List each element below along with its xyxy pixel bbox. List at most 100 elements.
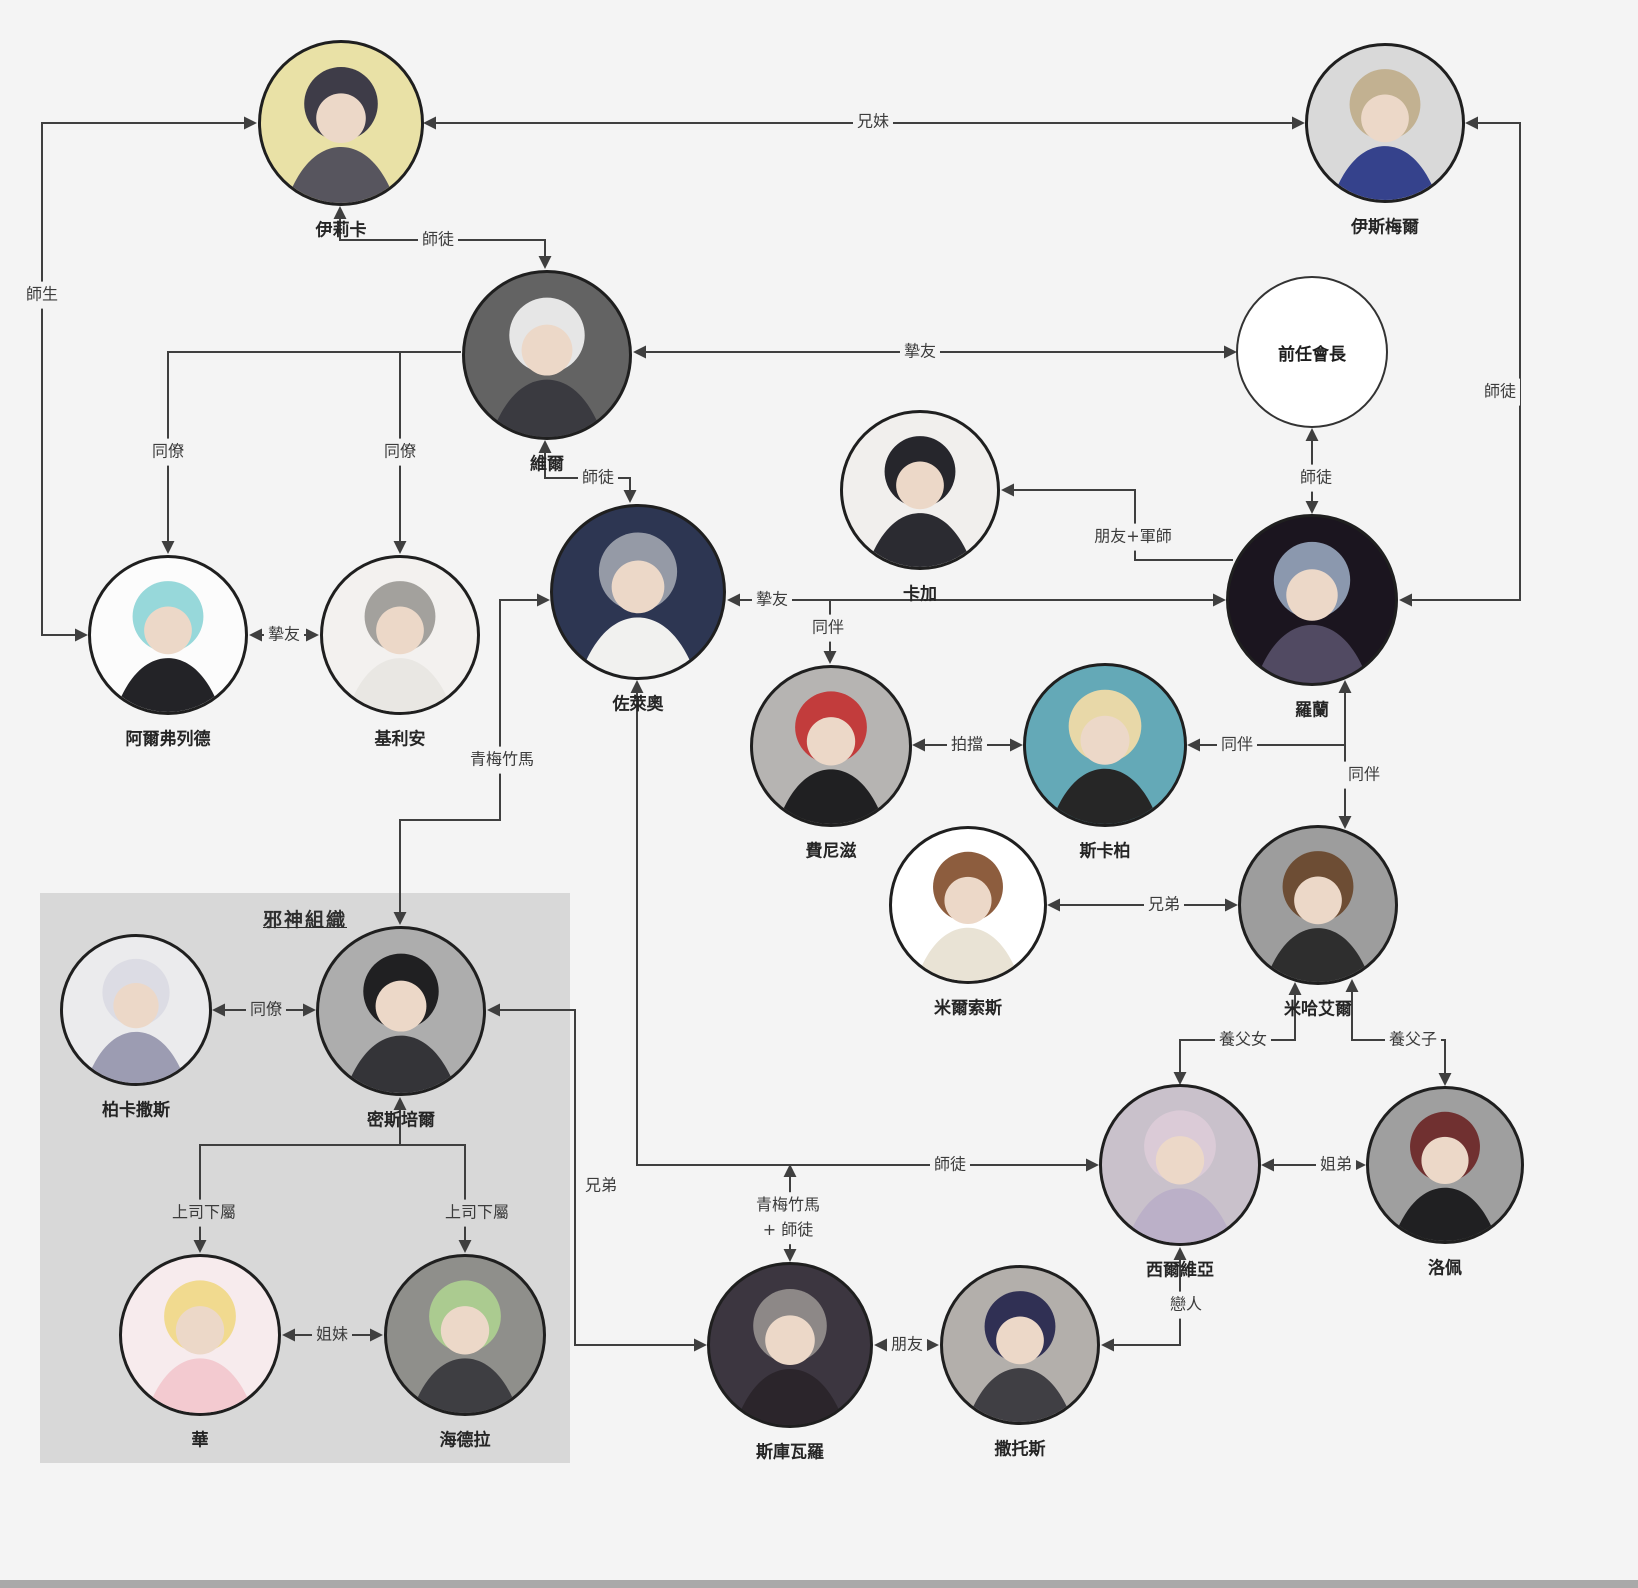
avatar-portrait (85, 958, 187, 1083)
relationship-label-scarper-roland: 同伴 (1216, 731, 1258, 759)
relationship-label-will-former-president: 摯友 (899, 338, 941, 366)
relationship-edge-satos-sylvia (1101, 1247, 1187, 1352)
character-node-kilian[interactable] (320, 555, 480, 715)
relationship-label-former-president-roland: 師徒 (1295, 464, 1337, 492)
relationship-label-mispel-hua: 上司下屬 (167, 1199, 241, 1227)
avatar-portrait (1126, 1110, 1234, 1243)
avatar-portrait (867, 436, 973, 567)
character-name-hua: 華 (191, 1430, 209, 1451)
character-node-scarper[interactable] (1023, 663, 1187, 827)
relationship-label-hua-hydra: 姐妹 (311, 1321, 353, 1349)
relationship-edge-erika-alfred (41, 116, 257, 642)
avatar-portrait (411, 1280, 519, 1413)
relationship-label-zoleo-mispel: 青梅竹馬 (465, 746, 539, 774)
character-name-alfred: 阿爾弗列德 (125, 729, 211, 750)
character-name-bokasas: 柏卡撒斯 (102, 1100, 170, 1121)
character-node-roland[interactable] (1226, 514, 1398, 686)
character-node-kaga[interactable] (840, 410, 1000, 570)
character-node-milsos[interactable] (889, 826, 1047, 984)
relationship-edge-ismail-roland (1399, 116, 1521, 607)
avatar-portrait (344, 953, 458, 1093)
character-name-lope: 洛佩 (1428, 1258, 1462, 1279)
relationship-label-zoleo-fenize: 同伴 (807, 614, 849, 642)
relationship-label-kaga-roland: 朋友+軍師 (1090, 523, 1176, 551)
relationship-label-will-kilian: 同僚 (379, 438, 421, 466)
relationship-edge-mispel-hydra (400, 1144, 472, 1253)
character-node-bokasas[interactable] (60, 934, 212, 1086)
character-node-sylvia[interactable] (1099, 1084, 1261, 1246)
relationship-label-mispel-squalo: 兄弟 (580, 1172, 622, 1200)
character-node-zoleo[interactable] (550, 504, 726, 680)
character-name-squalo: 斯庫瓦羅 (756, 1442, 824, 1463)
character-name-milsos: 米爾索斯 (934, 998, 1002, 1019)
character-node-ismail[interactable] (1305, 43, 1465, 203)
horizontal-scrollbar[interactable] (0, 1580, 1638, 1588)
relationship-edge-will-alfred (161, 351, 461, 554)
avatar-portrait (490, 297, 604, 437)
node-inline-label-former-president: 前任會長 (1278, 344, 1346, 365)
avatar-portrait (1265, 851, 1371, 982)
relationship-label-alfred-kilian: 摯友 (263, 621, 305, 649)
relationship-label-satos-sylvia: 戀人 (1165, 1291, 1207, 1319)
relationship-label-milsos-mikhail: 兄弟 (1143, 891, 1185, 919)
relationship-label-sylvia-lope: 姐弟 (1315, 1151, 1357, 1179)
character-name-kilian: 基利安 (374, 729, 426, 750)
character-name-mikhail: 米哈艾爾 (1284, 999, 1352, 1020)
avatar-portrait (1392, 1111, 1498, 1241)
group-title: 邪神組織 (262, 909, 347, 931)
character-name-kaga: 卡加 (903, 584, 937, 605)
character-name-scarper: 斯卡柏 (1079, 841, 1131, 862)
avatar-portrait (1332, 69, 1438, 200)
relationship-label-fenize-scarper: 拍擋 (946, 731, 988, 759)
character-name-hydra: 海德拉 (439, 1430, 491, 1451)
avatar-portrait (286, 67, 396, 203)
avatar-portrait (967, 1291, 1073, 1422)
avatar-portrait (735, 1289, 845, 1425)
avatar-portrait (777, 691, 885, 824)
relationship-label-zoleo-squalo: 青梅竹馬 + 師徒 (751, 1192, 825, 1244)
character-node-alfred[interactable] (88, 555, 248, 715)
relationship-edge-mispel-hua (193, 1097, 407, 1253)
character-node-fenize[interactable] (750, 665, 912, 827)
relationship-label-erika-will: 師徒 (417, 226, 459, 254)
relationship-label-will-zoleo: 師徒 (577, 464, 619, 492)
character-node-hydra[interactable] (384, 1254, 546, 1416)
avatar-portrait (146, 1280, 254, 1413)
relationship-label-roland-mikhail: 同伴 (1343, 761, 1385, 789)
character-node-will[interactable] (462, 270, 632, 440)
relationship-label-erika-ismail: 兄妹 (852, 108, 894, 136)
avatar-portrait (915, 851, 1021, 981)
character-node-hua[interactable] (119, 1254, 281, 1416)
character-name-zoleo: 佐萊奧 (612, 694, 664, 715)
relationship-label-bokasas-mispel: 同僚 (245, 996, 287, 1024)
relationship-label-erika-alfred: 師生 (21, 281, 63, 309)
character-node-erika[interactable] (258, 40, 424, 206)
character-name-erika: 伊莉卡 (315, 220, 367, 241)
character-name-fenize: 費尼滋 (805, 841, 857, 862)
relationship-label-will-alfred: 同僚 (147, 438, 189, 466)
relationship-label-mikhail-sylvia: 養父女 (1214, 1026, 1272, 1054)
relationship-label-zoleo-sylvia: 師徒 (929, 1151, 971, 1179)
character-node-squalo[interactable] (707, 1262, 873, 1428)
character-node-lope[interactable] (1366, 1086, 1524, 1244)
avatar-portrait (347, 581, 453, 712)
character-name-sylvia: 西爾維亞 (1146, 1260, 1214, 1281)
character-node-satos[interactable] (940, 1265, 1100, 1425)
relationship-label-zoleo-roland: 摯友 (751, 586, 793, 614)
character-node-former-president[interactable]: 前任會長 (1236, 276, 1388, 428)
character-name-will: 維爾 (530, 454, 564, 475)
character-name-mispel: 密斯培爾 (367, 1110, 435, 1131)
character-name-ismail: 伊斯梅爾 (1351, 217, 1419, 238)
relationship-edge-zoleo-mispel (393, 593, 550, 925)
relationship-label-squalo-satos: 朋友 (886, 1331, 928, 1359)
avatar-portrait (1255, 541, 1369, 683)
relationship-label-mikhail-lope: 養父子 (1384, 1026, 1442, 1054)
relationship-label-ismail-roland: 師徒 (1479, 378, 1521, 406)
character-name-satos: 撒托斯 (994, 1439, 1046, 1460)
character-node-mispel[interactable] (316, 926, 486, 1096)
avatar-portrait (579, 532, 697, 677)
avatar-portrait (1050, 689, 1160, 824)
character-node-mikhail[interactable] (1238, 825, 1398, 985)
character-name-roland: 羅蘭 (1295, 700, 1329, 721)
